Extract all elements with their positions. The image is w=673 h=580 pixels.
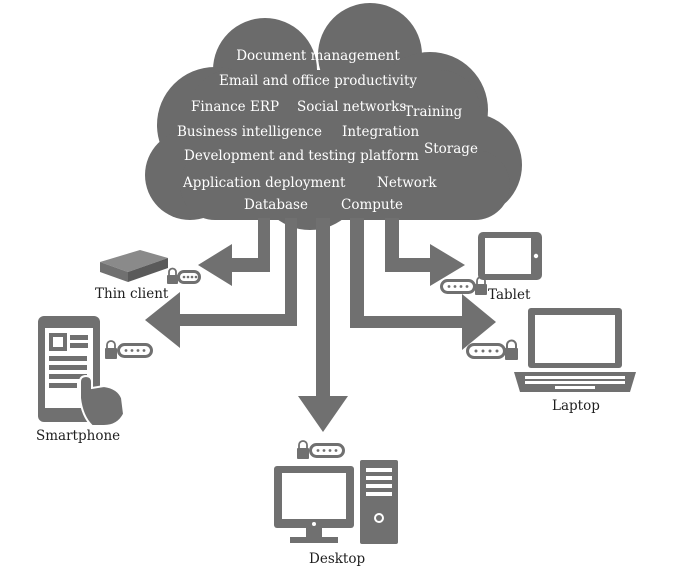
arrow-to-thin-client [198,218,270,286]
arrow-to-smartphone [145,218,297,348]
thin-client-icon [100,250,168,282]
arrow-to-laptop [350,218,496,350]
service-business-intelligence: Business intelligence [177,124,322,140]
lock-key-icon [105,340,153,359]
arrow-to-desktop [298,218,348,432]
cloud-icon [145,3,522,230]
tablet-icon [478,232,542,280]
service-network: Network [377,175,437,191]
service-document-management: Document management [236,48,400,64]
lock-key-icon [297,440,345,459]
service-integration: Integration [342,124,419,140]
service-dev-testing: Development and testing platform [184,148,419,164]
lock-key-icon [440,276,487,295]
lock-key-icon [466,339,518,360]
lock-key-icon [167,267,201,284]
label-tablet: Tablet [488,287,531,303]
label-thin-client: Thin client [95,286,169,302]
service-social-networks: Social networks [297,99,406,115]
label-desktop: Desktop [309,551,365,567]
service-storage: Storage [424,141,478,157]
label-laptop: Laptop [552,398,600,414]
service-training: Training [404,104,463,120]
service-email-office: Email and office productivity [219,73,417,89]
device-labels: Thin client Tablet Smartphone Laptop Des… [36,286,600,567]
connection-arrows [145,218,496,432]
laptop-icon [514,308,636,392]
label-smartphone: Smartphone [36,428,120,444]
desktop-icon [274,460,398,544]
smartphone-icon [38,316,126,427]
service-finance-erp: Finance ERP [191,99,279,115]
cloud-services: Document management Email and office pro… [177,48,478,213]
service-database: Database [244,197,308,213]
arrow-to-tablet [385,218,465,286]
service-compute: Compute [341,197,403,213]
service-app-deployment: Application deployment [182,175,346,191]
